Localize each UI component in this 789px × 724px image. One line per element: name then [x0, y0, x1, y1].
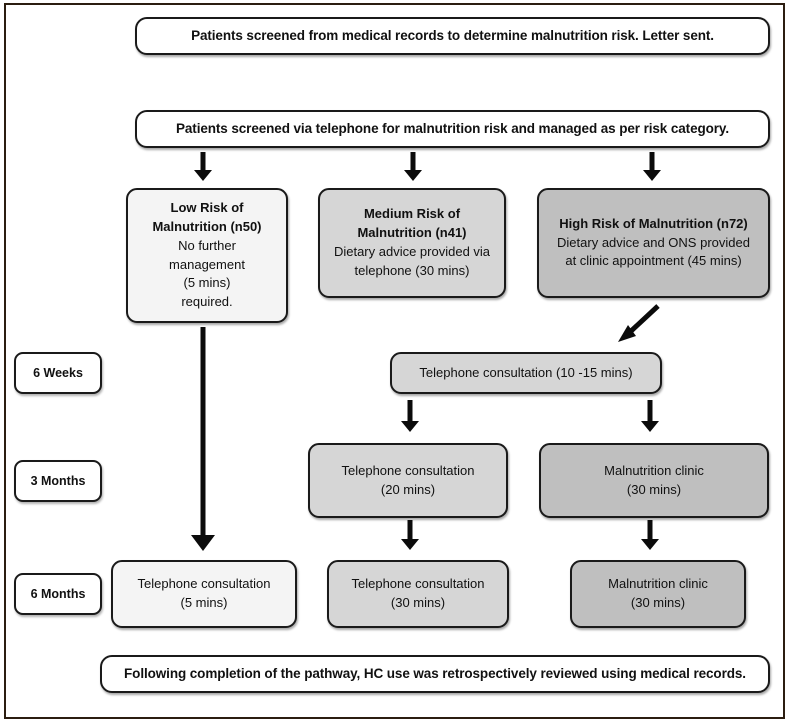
medium-risk-body-line1: Dietary advice provided via [333, 244, 491, 259]
three-months-medium-line2: (20 mins) [380, 481, 436, 497]
arrow-high-risk-to-six-weeks [618, 304, 660, 342]
stage-label-3-months-text: 3 Months [30, 474, 86, 488]
banner-screening-medical-records: Patients screened from medical records t… [135, 17, 770, 55]
six-months-high-line1: Malnutrition clinic [608, 576, 708, 592]
banner-screening-medical-records-text: Patients screened from medical records t… [191, 28, 714, 44]
stage-label-6-weeks: 6 Weeks [14, 352, 102, 394]
six-months-low-line2: (5 mins) [180, 595, 228, 610]
stage-label-6-weeks-text: 6 Weeks [33, 366, 83, 380]
node-medium-risk: Medium Risk of Malnutrition (n41) Dietar… [318, 188, 506, 298]
banner-retrospective-review: Following completion of the pathway, HC … [100, 655, 770, 693]
stage-label-3-months: 3 Months [14, 460, 102, 502]
low-risk-body-line4: required. [181, 294, 233, 310]
high-risk-body-line2: at clinic appointment (45 mins) [565, 253, 742, 269]
banner-screening-telephone: Patients screened via telephone for maln… [135, 110, 770, 148]
low-risk-heading-line1: Low Risk of [170, 199, 244, 215]
banner-screening-telephone-text: Patients screened via telephone for maln… [176, 121, 729, 137]
node-three-months-malnutrition-clinic: Malnutrition clinic (30 mins) [539, 443, 769, 518]
six-weeks-telephone-line1: Telephone consultation (10 -15 mins) [419, 364, 633, 380]
low-risk-heading-line2: Malnutrition (n50) [152, 218, 262, 234]
node-six-months-malnutrition-clinic: Malnutrition clinic (30 mins) [570, 560, 746, 628]
high-risk-heading-line1: High Risk of Malnutrition (n72) [559, 215, 748, 231]
six-months-medium-line1: Telephone consultation [351, 576, 485, 592]
low-risk-body-line3: (5 mins) [183, 275, 231, 291]
medium-risk-heading-line1: Medium Risk of [363, 206, 461, 222]
three-months-high-line1: Malnutrition clinic [604, 462, 704, 478]
node-six-months-telephone-consultation-medium: Telephone consultation (30 mins) [327, 560, 509, 628]
node-six-weeks-telephone-consultation: Telephone consultation (10 -15 mins) [390, 352, 662, 394]
six-months-medium-line2: (30 mins) [390, 595, 446, 610]
node-three-months-telephone-consultation: Telephone consultation (20 mins) [308, 443, 508, 518]
node-high-risk: High Risk of Malnutrition (n72) Dietary … [537, 188, 770, 298]
six-months-high-line2: (30 mins) [630, 595, 686, 610]
three-months-high-line2: (30 mins) [626, 481, 682, 497]
low-risk-body-line2: management [169, 256, 245, 272]
stage-label-6-months: 6 Months [14, 573, 102, 615]
medium-risk-body-line2: telephone (30 mins) [354, 262, 470, 278]
banner-retrospective-review-text: Following completion of the pathway, HC … [124, 666, 746, 682]
six-months-low-line1: Telephone consultation [137, 576, 271, 592]
node-six-months-telephone-consultation-low: Telephone consultation (5 mins) [111, 560, 297, 628]
high-risk-body-line1: Dietary advice and ONS provided [557, 234, 750, 250]
node-low-risk: Low Risk of Malnutrition (n50) No furthe… [126, 188, 288, 323]
low-risk-body-line1: No further [178, 237, 236, 253]
medium-risk-heading-line2: Malnutrition (n41) [357, 225, 467, 241]
stage-label-6-months-text: 6 Months [30, 587, 86, 601]
three-months-medium-line1: Telephone consultation [341, 462, 475, 478]
